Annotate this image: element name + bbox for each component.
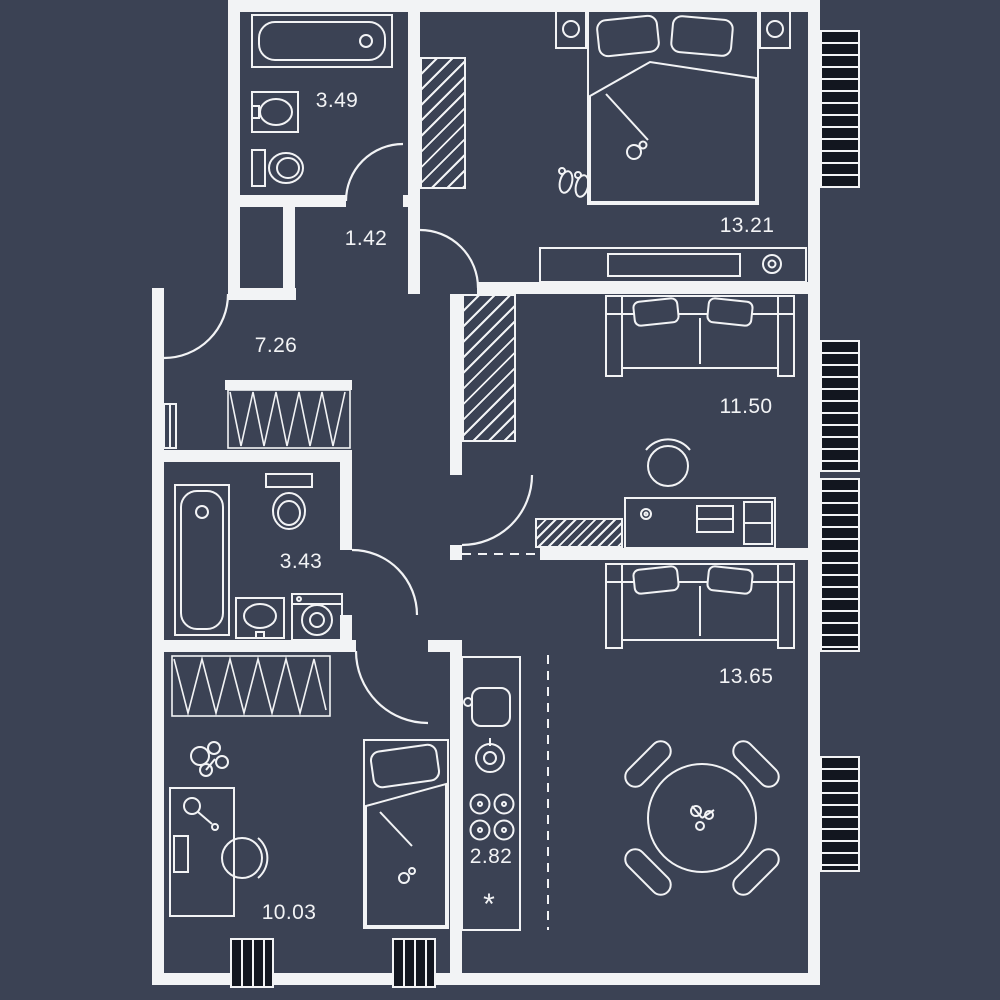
kitchen-marker-symbol: *: [483, 888, 495, 921]
slippers-icon: [558, 167, 590, 198]
desk-lamp-icon: [183, 797, 219, 831]
bathtub-icon: [251, 14, 393, 68]
bedroom-top-door-arc: [419, 228, 480, 289]
balcony-railing: [820, 478, 860, 652]
bathtub-icon: [174, 484, 230, 636]
balcony-railing: [820, 756, 860, 872]
kitchen-sink-icon: [463, 687, 511, 727]
plant-icon: [190, 741, 229, 777]
double-bed-icon: [587, 7, 759, 205]
dining-chair-icon: [732, 848, 780, 896]
closet-rail-icon: [171, 655, 331, 717]
plant-icon: [762, 254, 782, 274]
dining-table-icon: [647, 763, 757, 873]
bathroom-middle-door-arc: [351, 548, 419, 616]
washing-machine-icon: [291, 593, 343, 641]
balcony-railing: [820, 30, 860, 188]
walls-layer: [152, 0, 820, 985]
sofa-icon: [605, 295, 795, 377]
entrance-door-arc: [163, 293, 230, 360]
office-chair-icon: [645, 438, 691, 487]
sofa-icon: [605, 563, 795, 649]
zone-boundary-lines: [462, 553, 549, 930]
stove-burners-icon: [469, 793, 515, 841]
nightstand-icon: [759, 9, 791, 49]
wardrobe-hatch: [420, 57, 466, 189]
structural-pier: [392, 938, 436, 988]
door-arcs: [163, 142, 534, 725]
toilet-icon: [265, 473, 313, 530]
closet-rail-icon: [227, 389, 351, 449]
nightstand-icon: [555, 9, 587, 49]
kitchen-counter-icon: [461, 656, 521, 931]
single-bed-icon: [363, 739, 449, 929]
room-middle-door-arc: [461, 474, 534, 547]
tv-dresser-icon: [539, 247, 807, 283]
dining-chair-icon: [624, 848, 672, 896]
room-bottom-door-arc: [354, 650, 429, 725]
dining-chair-icon: [624, 740, 672, 788]
office-desk-icon: [624, 497, 776, 549]
wardrobe-hatch: [462, 294, 516, 442]
sink-icon: [235, 597, 285, 639]
vent-shaft-hatch: [535, 518, 623, 548]
dining-chair-icon: [732, 740, 780, 788]
office-desk-icon: [169, 787, 235, 917]
centerpiece-icon: [690, 805, 715, 831]
faucet-icon: [475, 738, 505, 773]
structural-pier: [230, 938, 274, 988]
toilet-icon: [251, 149, 304, 187]
balcony-railing: [820, 340, 860, 472]
bathroom-top-door-arc: [344, 142, 404, 202]
radiator-icon: [163, 403, 177, 449]
sink-icon: [251, 91, 299, 133]
office-chair-icon: [221, 837, 269, 879]
